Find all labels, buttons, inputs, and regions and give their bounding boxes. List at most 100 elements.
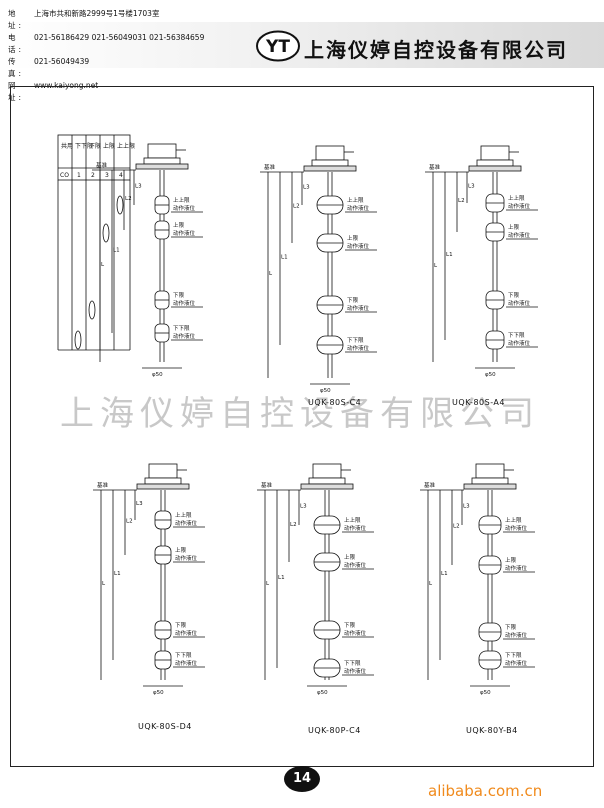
dim-l-label: L — [101, 262, 105, 268]
contact-phone: 021-56186429 021-56049031 021-56384659 — [34, 33, 205, 42]
action-level-label: 动作液位 — [505, 524, 528, 532]
switch-level-label: 上上限 — [175, 511, 192, 519]
action-level-label: 动作液位 — [347, 204, 370, 212]
action-level-label: 动作液位 — [347, 304, 370, 312]
dim-l3-label: L3 — [463, 504, 470, 510]
baseline-label: 基准 — [97, 481, 109, 489]
action-level-label: 动作液位 — [505, 659, 528, 667]
switch-level-label: 下下限 — [505, 651, 522, 659]
model-label-p4: UQK-80P-C4 — [308, 726, 361, 735]
diameter-label: φ50 — [485, 372, 496, 378]
frame-top — [10, 86, 594, 87]
action-level-label: 动作液位 — [508, 231, 531, 239]
baseline-label: 基准 — [429, 163, 441, 171]
switch-level-label: 上限 — [347, 234, 359, 242]
page-number: 14 — [284, 766, 320, 792]
contact-website: www.kaiyong.net — [34, 80, 98, 104]
table-header-high: 上限 — [103, 142, 115, 150]
page-header: 地 址:上海市共和新路2999号1号楼1703室 电 话:021-5618642… — [0, 0, 604, 102]
header-band — [0, 22, 604, 68]
table-header-common: 共用 — [61, 142, 73, 150]
dim-l1-label: L1 — [446, 252, 453, 258]
action-level-label: 动作液位 — [344, 667, 367, 675]
contact-label: 传 真: — [8, 57, 25, 78]
action-level-label: 动作液位 — [508, 202, 531, 210]
switch-level-label: 下下限 — [344, 659, 361, 667]
action-level-label: 动作液位 — [173, 332, 196, 340]
float-switch-drawing-3 — [425, 145, 538, 369]
switch-level-label: 上上限 — [173, 196, 190, 204]
table-num-4: 4 — [119, 172, 123, 179]
switch-level-label: 下限 — [173, 291, 185, 299]
action-level-label: 动作液位 — [505, 631, 528, 639]
dim-l3-label: L3 — [303, 185, 310, 191]
contact-address: 上海市共和新路2999号1号楼1703室 — [34, 9, 160, 18]
site-watermark: alibaba.com.cn — [428, 782, 543, 800]
float-switch-drawing-2 — [260, 145, 377, 385]
action-level-label: 动作液位 — [175, 629, 198, 637]
frame-left — [10, 86, 11, 766]
dim-l1-label: L1 — [441, 571, 448, 577]
action-level-label: 动作液位 — [344, 561, 367, 569]
model-label-a4: UQK-80S-A4 — [452, 398, 505, 407]
switch-level-label: 下限 — [508, 291, 520, 299]
diameter-label: φ50 — [320, 388, 331, 394]
diameter-label: φ50 — [153, 690, 164, 696]
switch-level-label: 上限 — [508, 223, 520, 231]
dim-l2-label: L2 — [453, 524, 460, 530]
logo-text: YT — [265, 37, 290, 57]
action-level-label: 动作液位 — [175, 554, 198, 562]
contact-label: 网 址: — [8, 81, 25, 102]
switch-level-label: 下限 — [344, 621, 356, 629]
dim-l1-label: L1 — [281, 255, 288, 261]
dim-l3-label: L3 — [468, 184, 475, 190]
watermark: 上海仪婷自控设备有限公司 — [60, 394, 540, 434]
action-level-label: 动作液位 — [173, 229, 196, 237]
action-level-label: 动作液位 — [344, 629, 367, 637]
action-level-label: 动作液位 — [175, 659, 198, 667]
dim-l2-label: L2 — [293, 204, 300, 210]
contact-label: 地 址: — [8, 9, 25, 30]
float-switch-drawing-4 — [93, 463, 205, 687]
dim-l2-label: L2 — [458, 198, 465, 204]
dim-l3-label: L3 — [136, 501, 143, 507]
action-level-label: 动作液位 — [344, 524, 367, 532]
dim-l2-label: L2 — [290, 522, 297, 528]
contact-fax: 021-56049439 — [34, 57, 90, 66]
switch-level-label: 下下限 — [175, 651, 192, 659]
company-logo: YT — [256, 30, 300, 62]
baseline-label: 基准 — [261, 481, 273, 489]
dim-l3-label: L3 — [135, 184, 142, 190]
switch-level-label: 上限 — [173, 221, 185, 229]
action-level-label: 动作液位 — [508, 299, 531, 307]
dim-l1-label: L1 — [278, 575, 285, 581]
action-level-label: 动作液位 — [175, 519, 198, 527]
dim-l-label: L — [434, 263, 438, 269]
table-header-highhigh: 上上限 — [117, 142, 135, 150]
dim-l1-label: L1 — [114, 571, 121, 577]
table-num-2: 2 — [91, 172, 95, 179]
table-header-low: 下限 — [89, 142, 101, 150]
float-switch-drawing-6 — [420, 463, 535, 687]
baseline-label: 基准 — [424, 481, 436, 489]
model-label-c4: UQK-80S-C4 — [308, 398, 362, 407]
wiring-table — [57, 134, 131, 351]
table-num-1: 1 — [77, 172, 81, 179]
action-level-label: 动作液位 — [347, 344, 370, 352]
float-switch-drawing-1 — [92, 143, 203, 369]
contact-block: 地 址:上海市共和新路2999号1号楼1703室 电 话:021-5618642… — [8, 8, 204, 104]
diameter-label: φ50 — [152, 372, 163, 378]
dim-l2-label: L2 — [125, 196, 132, 202]
switch-level-label: 下下限 — [347, 336, 364, 344]
dim-l2-label: L2 — [126, 519, 133, 525]
dim-l-label: L — [102, 581, 106, 587]
switch-level-label: 上上限 — [505, 516, 522, 524]
frame-right — [593, 86, 594, 766]
switch-level-label: 上上限 — [344, 516, 361, 524]
float-switch-drawing-5 — [257, 463, 374, 687]
action-level-label: 动作液位 — [173, 299, 196, 307]
switch-level-label: 上限 — [175, 546, 187, 554]
action-level-label: 动作液位 — [505, 564, 528, 572]
model-label-d4: UQK-80S-D4 — [138, 722, 192, 731]
